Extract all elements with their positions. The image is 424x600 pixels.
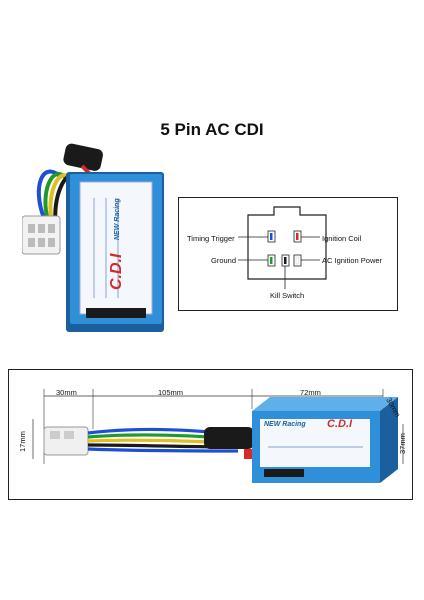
dim-label-connector-length: 30mm [56, 388, 77, 397]
page-title: 5 Pin AC CDI [160, 120, 264, 139]
pin-label-timing-trigger: Timing Trigger [187, 234, 235, 243]
dim-brand-new: NEW Racing [264, 421, 306, 428]
pin-label-ignition-coil: Ignition Coil [322, 234, 362, 243]
pin-label-ac-ignition-power: AC Ignition Power [322, 256, 383, 265]
dim-brand-cdi: C.D.I [327, 418, 353, 430]
dimensions-drawing [32, 389, 404, 483]
dim-label-body-length: 72mm [300, 388, 321, 397]
cdi-brand-cdi: C.D.I [108, 253, 125, 290]
dim-label-connector-height: 17mm [18, 431, 27, 452]
cdi-brand-new: NEW Racing [114, 198, 121, 240]
pinout-diagram [238, 206, 327, 289]
dim-label-cable-length: 105mm [158, 388, 184, 397]
pin-label-kill-switch: Kill Switch [270, 291, 305, 300]
dim-label-body-height: 37mm [398, 433, 407, 454]
connector-plug [22, 215, 61, 255]
pin-label-ground: Ground [211, 256, 237, 265]
cdi-unit-photo [22, 143, 164, 332]
